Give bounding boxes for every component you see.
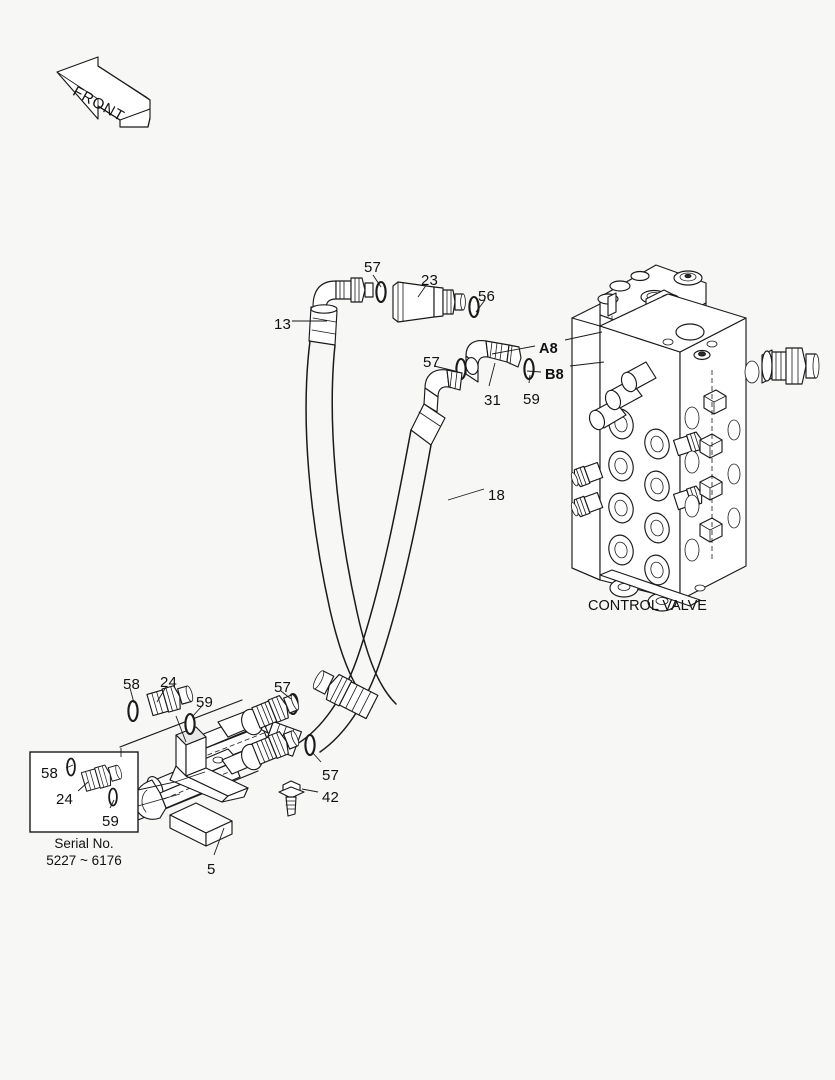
callout-59-oring-upper: 59 (523, 391, 541, 408)
callout-57-upper-tube: 57 (364, 259, 382, 276)
control-valve-caption: CONTROL VALVE (588, 598, 707, 614)
manifold-assembly-5 (119, 694, 300, 847)
callout-5-manifold: 5 (207, 861, 216, 878)
callout-58-oring: 58 (123, 676, 141, 693)
callout-24-fitting: 24 (160, 674, 178, 691)
valve-right-port-fitting (744, 347, 820, 385)
hose-18-upper-elbow (410, 369, 463, 446)
serial-no-line1: Serial No. (54, 836, 114, 851)
callout-18-hose: 18 (488, 487, 506, 504)
port-label-b8: B8 (545, 367, 564, 383)
valve-spool-bank-left (608, 408, 670, 586)
callout-42-bolt: 42 (322, 789, 340, 806)
callout-57-hose-end-upper: 57 (274, 679, 292, 696)
callout-24-inset-fitting: 24 (56, 791, 74, 808)
callout-13-hose: 13 (274, 316, 292, 333)
oring-59-upper (523, 357, 535, 381)
callout-31-elbow-fitting: 31 (484, 392, 502, 409)
port-label-a8: A8 (539, 341, 558, 357)
upper-elbow-fitting (308, 277, 374, 346)
callout-59-oring: 59 (196, 694, 214, 711)
bolt-42 (278, 780, 305, 817)
hose-13-lower-fitting (312, 670, 379, 720)
tube-23 (392, 281, 466, 323)
inset-box-border (29, 751, 139, 833)
valve-right-hex-plugs (684, 389, 741, 562)
callout-57-elbow: 57 (423, 354, 441, 371)
callout-23-tube: 23 (421, 272, 439, 289)
callout-59-inset-oring: 59 (102, 813, 120, 830)
oring-57-hose18-end (304, 733, 316, 757)
hose-13 (305, 340, 397, 708)
valve-spool-caps (588, 361, 657, 431)
inset-fitting-24 (66, 757, 122, 807)
front-arrow-shape (56, 56, 151, 128)
oring-57-upper (375, 280, 387, 304)
elbow-fitting-31 (465, 340, 522, 383)
callout-57-hose-end-lower: 57 (322, 767, 340, 784)
hose-18 (296, 429, 432, 753)
leader-lines (65, 274, 605, 856)
control-valve-block (570, 264, 820, 612)
callout-58-inset-oring: 58 (41, 765, 59, 782)
callout-56-oring: 56 (478, 288, 496, 305)
fitting-24-main (127, 685, 196, 736)
serial-no-line2: 5227 ~ 6176 (46, 853, 122, 868)
